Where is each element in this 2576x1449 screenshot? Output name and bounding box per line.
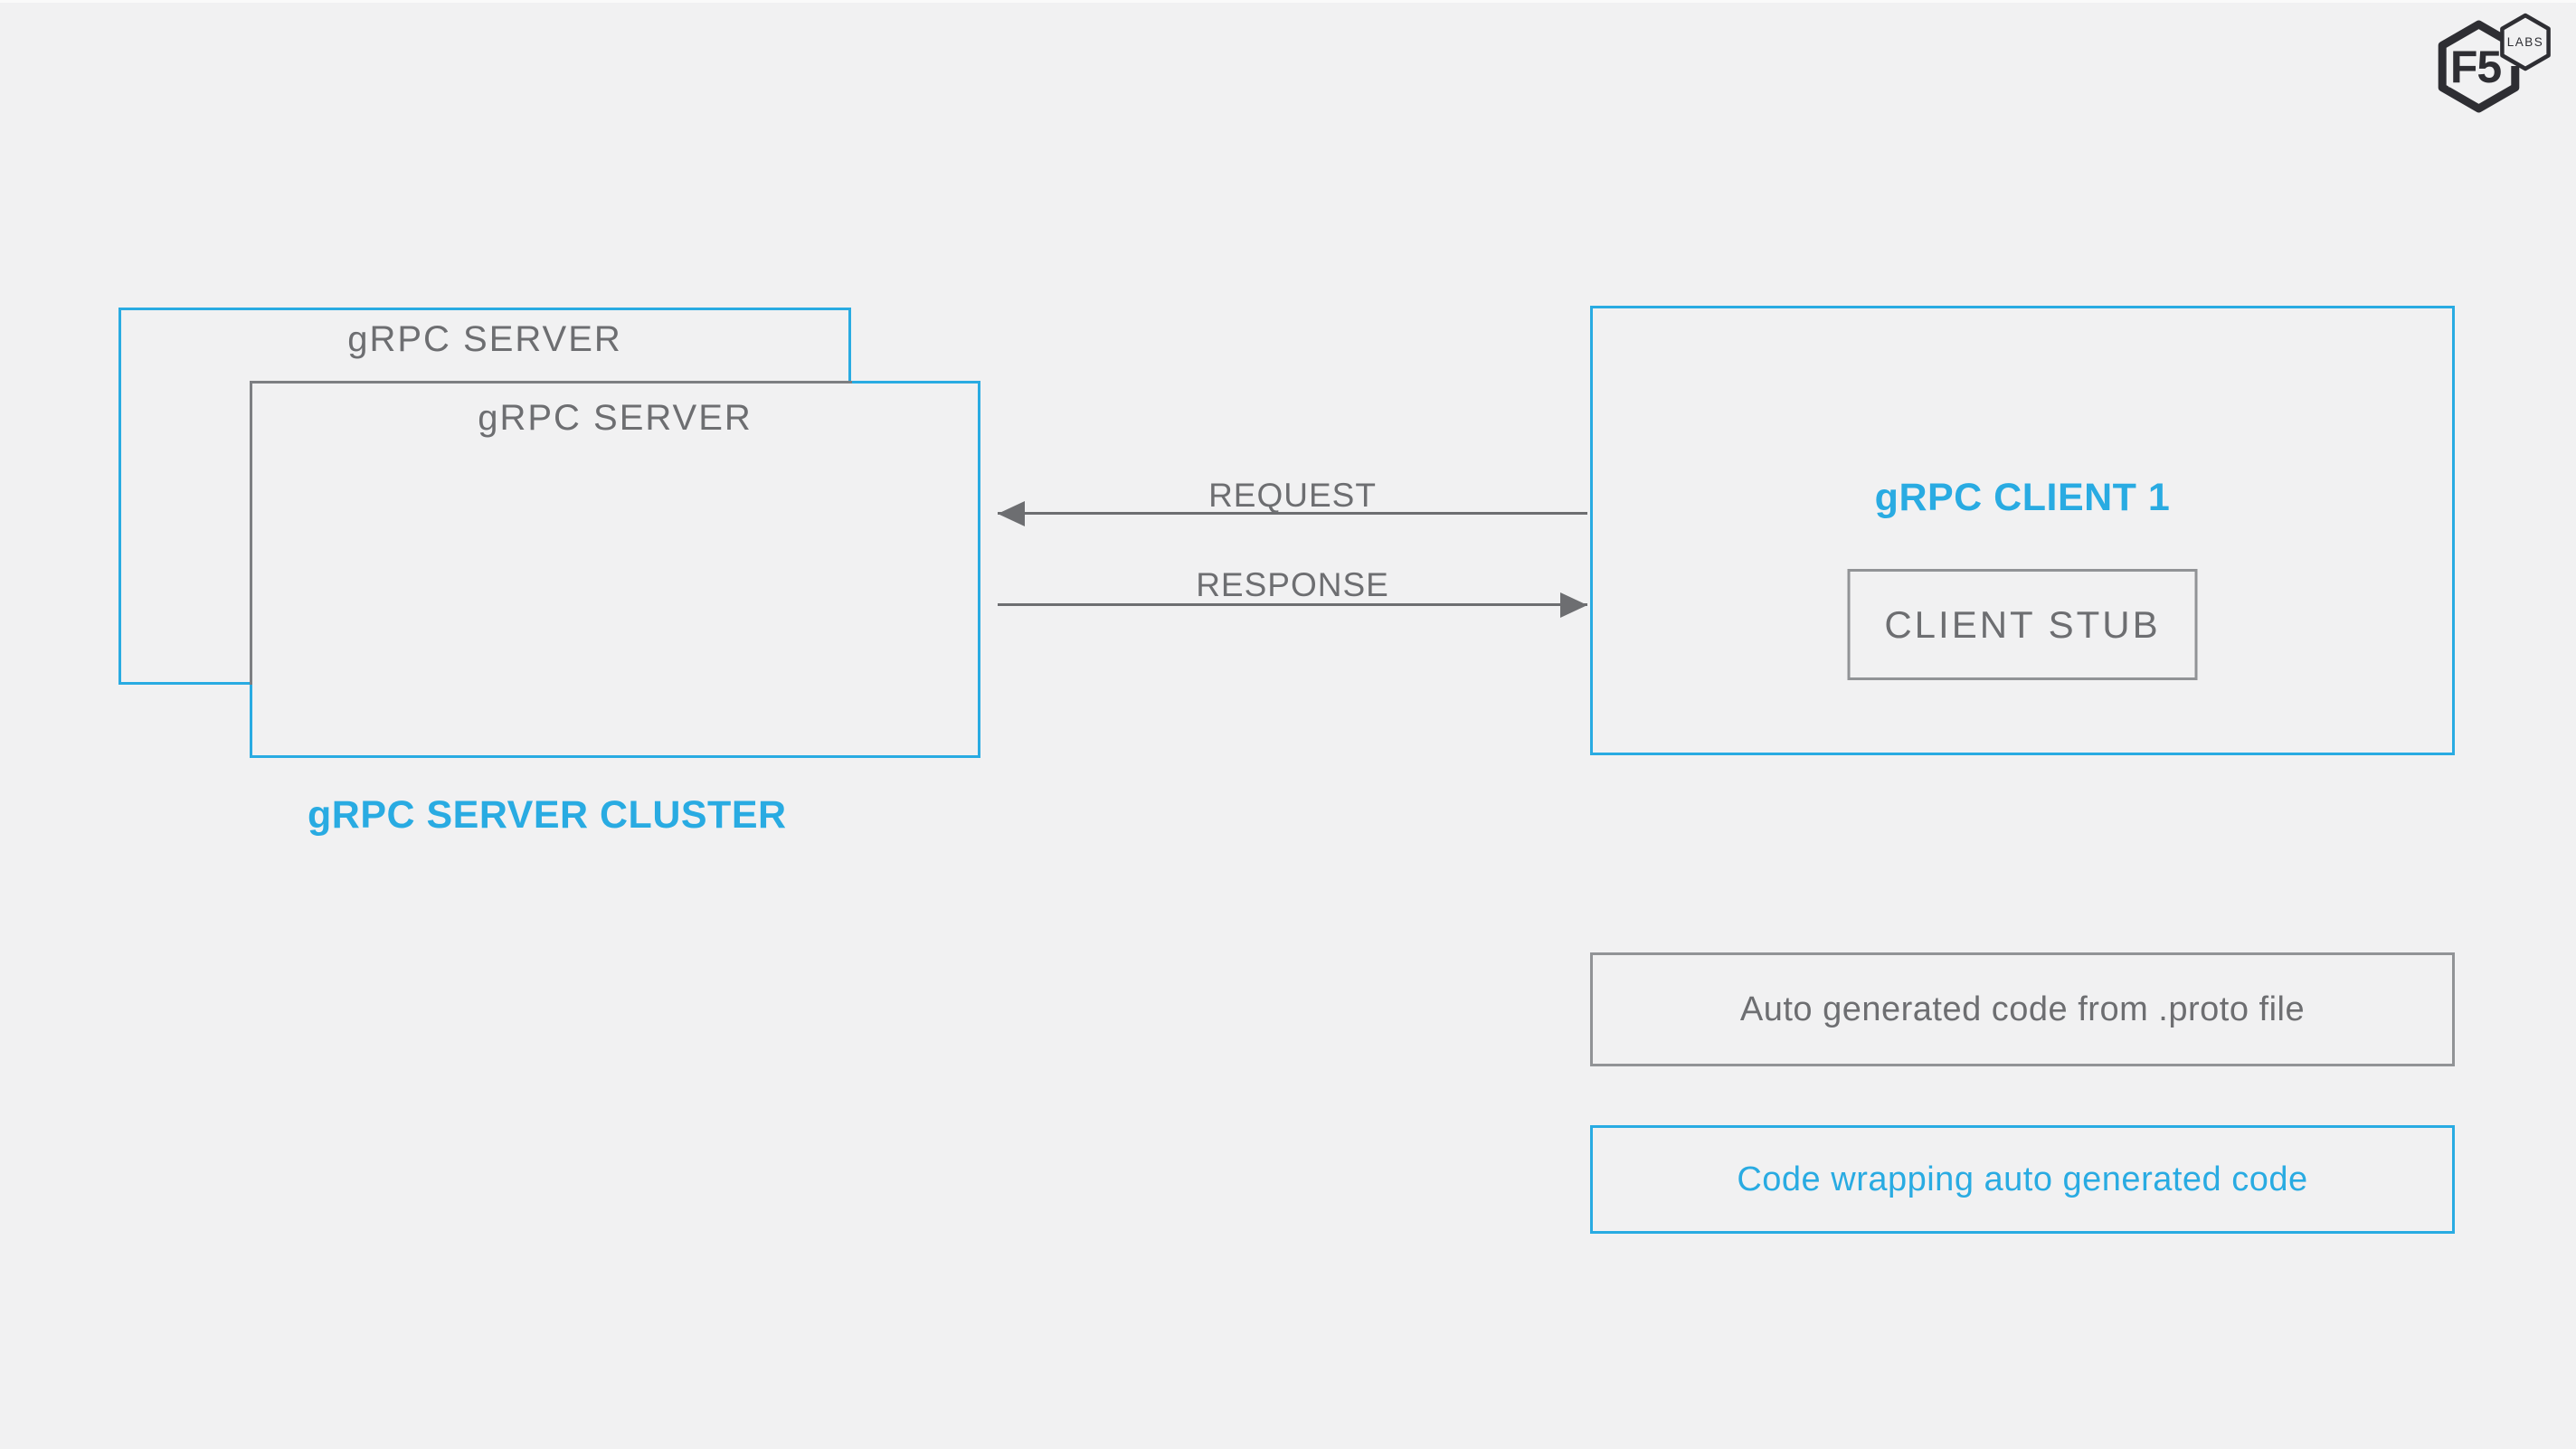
grpc-server-back-label: gRPC SERVER (347, 319, 622, 359)
server-cluster-caption: gRPC SERVER CLUSTER (308, 793, 787, 837)
logo-labs-text: LABS (2507, 35, 2544, 49)
top-strip (0, 0, 2576, 3)
legend-auto-generated-label: Auto generated code from .proto file (1739, 990, 2306, 1028)
legend-code-wrapping-box: Code wrapping auto generated code (1590, 1125, 2455, 1234)
f5-labs-logo: F5 LABS (2438, 13, 2551, 113)
grpc-server-front-label: gRPC SERVER (478, 398, 753, 438)
legend-code-wrapping-label: Code wrapping auto generated code (1737, 1160, 2308, 1198)
response-label: RESPONSE (1196, 566, 1389, 603)
legend-auto-generated-box: Auto generated code from .proto file (1590, 952, 2455, 1066)
grpc-server-front-box: gRPC SERVER (250, 381, 980, 758)
client-stub-label: CLIENT STUB (1884, 602, 2161, 646)
request-label: REQUEST (1208, 477, 1377, 514)
logo-f5-text: F5 (2450, 42, 2502, 92)
labs-hexagon-icon (2500, 13, 2551, 71)
grpc-client-title: gRPC CLIENT 1 (1874, 476, 2171, 519)
arrowhead-right-icon (1560, 592, 1587, 618)
grpc-client-box: gRPC CLIENT 1 CLIENT STUB (1590, 306, 2455, 755)
overlap-border-left-segment (250, 381, 252, 685)
client-stub-box: CLIENT STUB (1847, 569, 2198, 680)
arrowhead-left-icon (998, 501, 1025, 526)
response-arrow-line (998, 603, 1587, 606)
overlap-border-top-segment (250, 381, 852, 384)
request-arrow-line (998, 512, 1587, 515)
